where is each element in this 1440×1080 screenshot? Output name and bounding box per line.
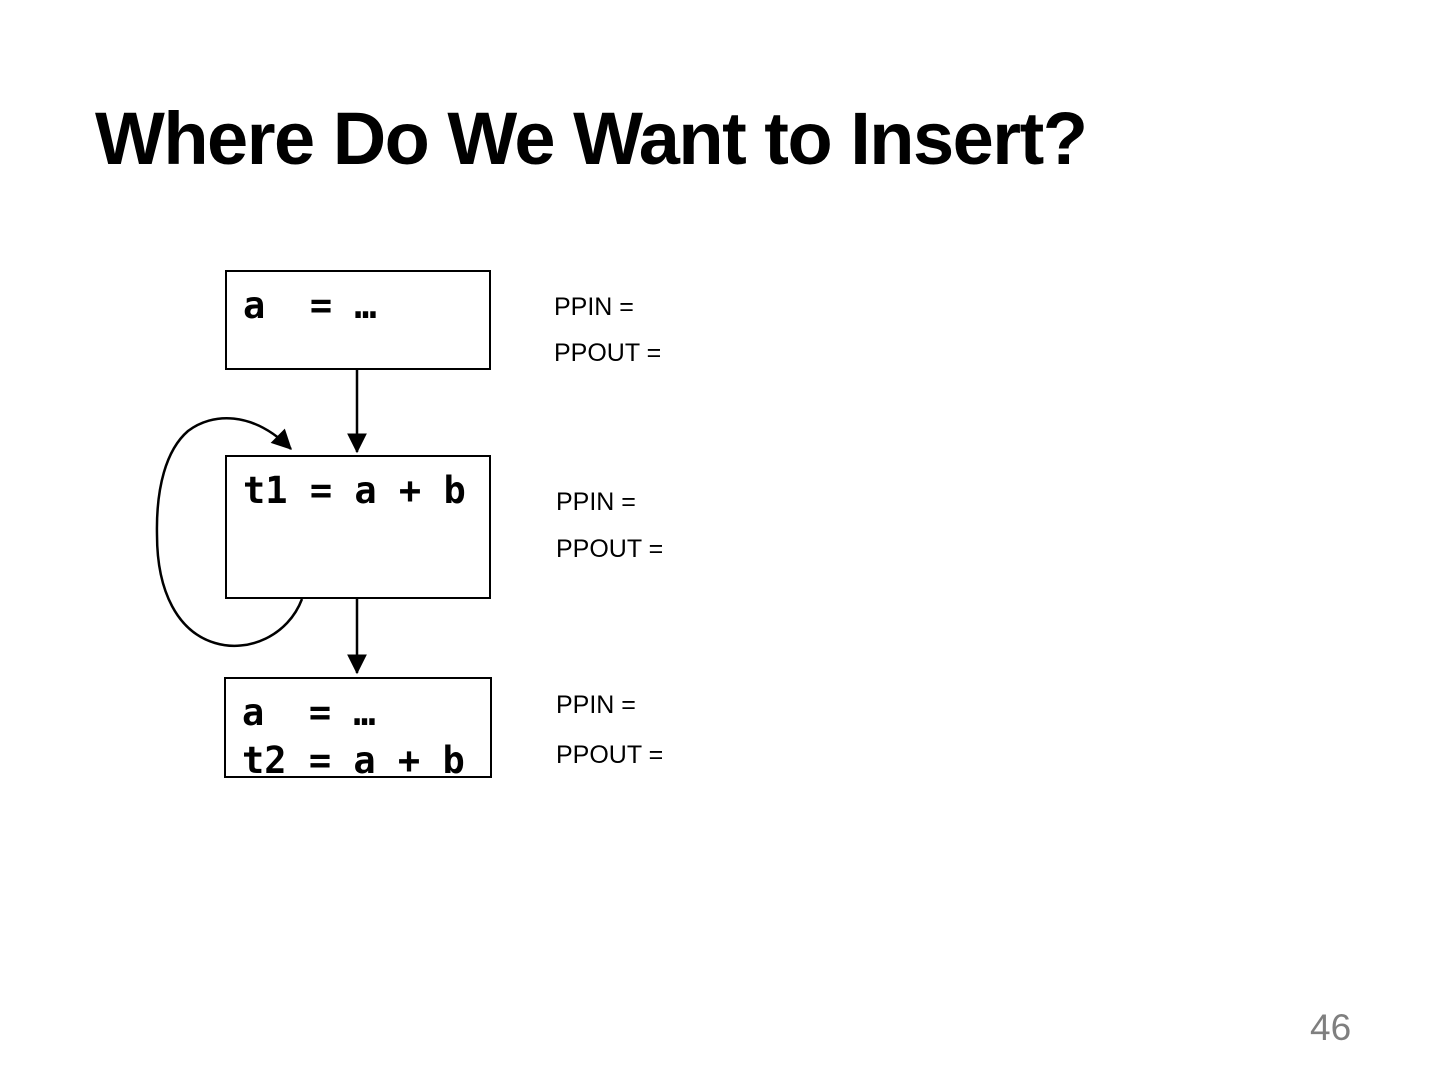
ppout-label-top-block: PPOUT = bbox=[554, 339, 662, 367]
basic-block-bottom: a = … t2 = a + b bbox=[224, 677, 492, 782]
code-line: t1 = a + b bbox=[243, 469, 466, 512]
basic-block-loop: t1 = a + b bbox=[225, 455, 491, 599]
ppin-label-bottom-block: PPIN = bbox=[556, 691, 636, 719]
ppout-label-loop-block: PPOUT = bbox=[556, 535, 664, 563]
code-line: t2 = a + b bbox=[242, 739, 465, 782]
page-number: 46 bbox=[1310, 1007, 1352, 1048]
code-line: a = … bbox=[243, 284, 377, 327]
ppin-label-top-block: PPIN = bbox=[554, 293, 634, 321]
ppout-label-bottom-block: PPOUT = bbox=[556, 741, 664, 769]
ppin-label-loop-block: PPIN = bbox=[556, 488, 636, 516]
basic-block-top: a = … bbox=[225, 270, 491, 370]
code-line: a = … bbox=[242, 691, 376, 734]
slide-title: Where Do We Want to Insert? bbox=[95, 97, 1088, 180]
